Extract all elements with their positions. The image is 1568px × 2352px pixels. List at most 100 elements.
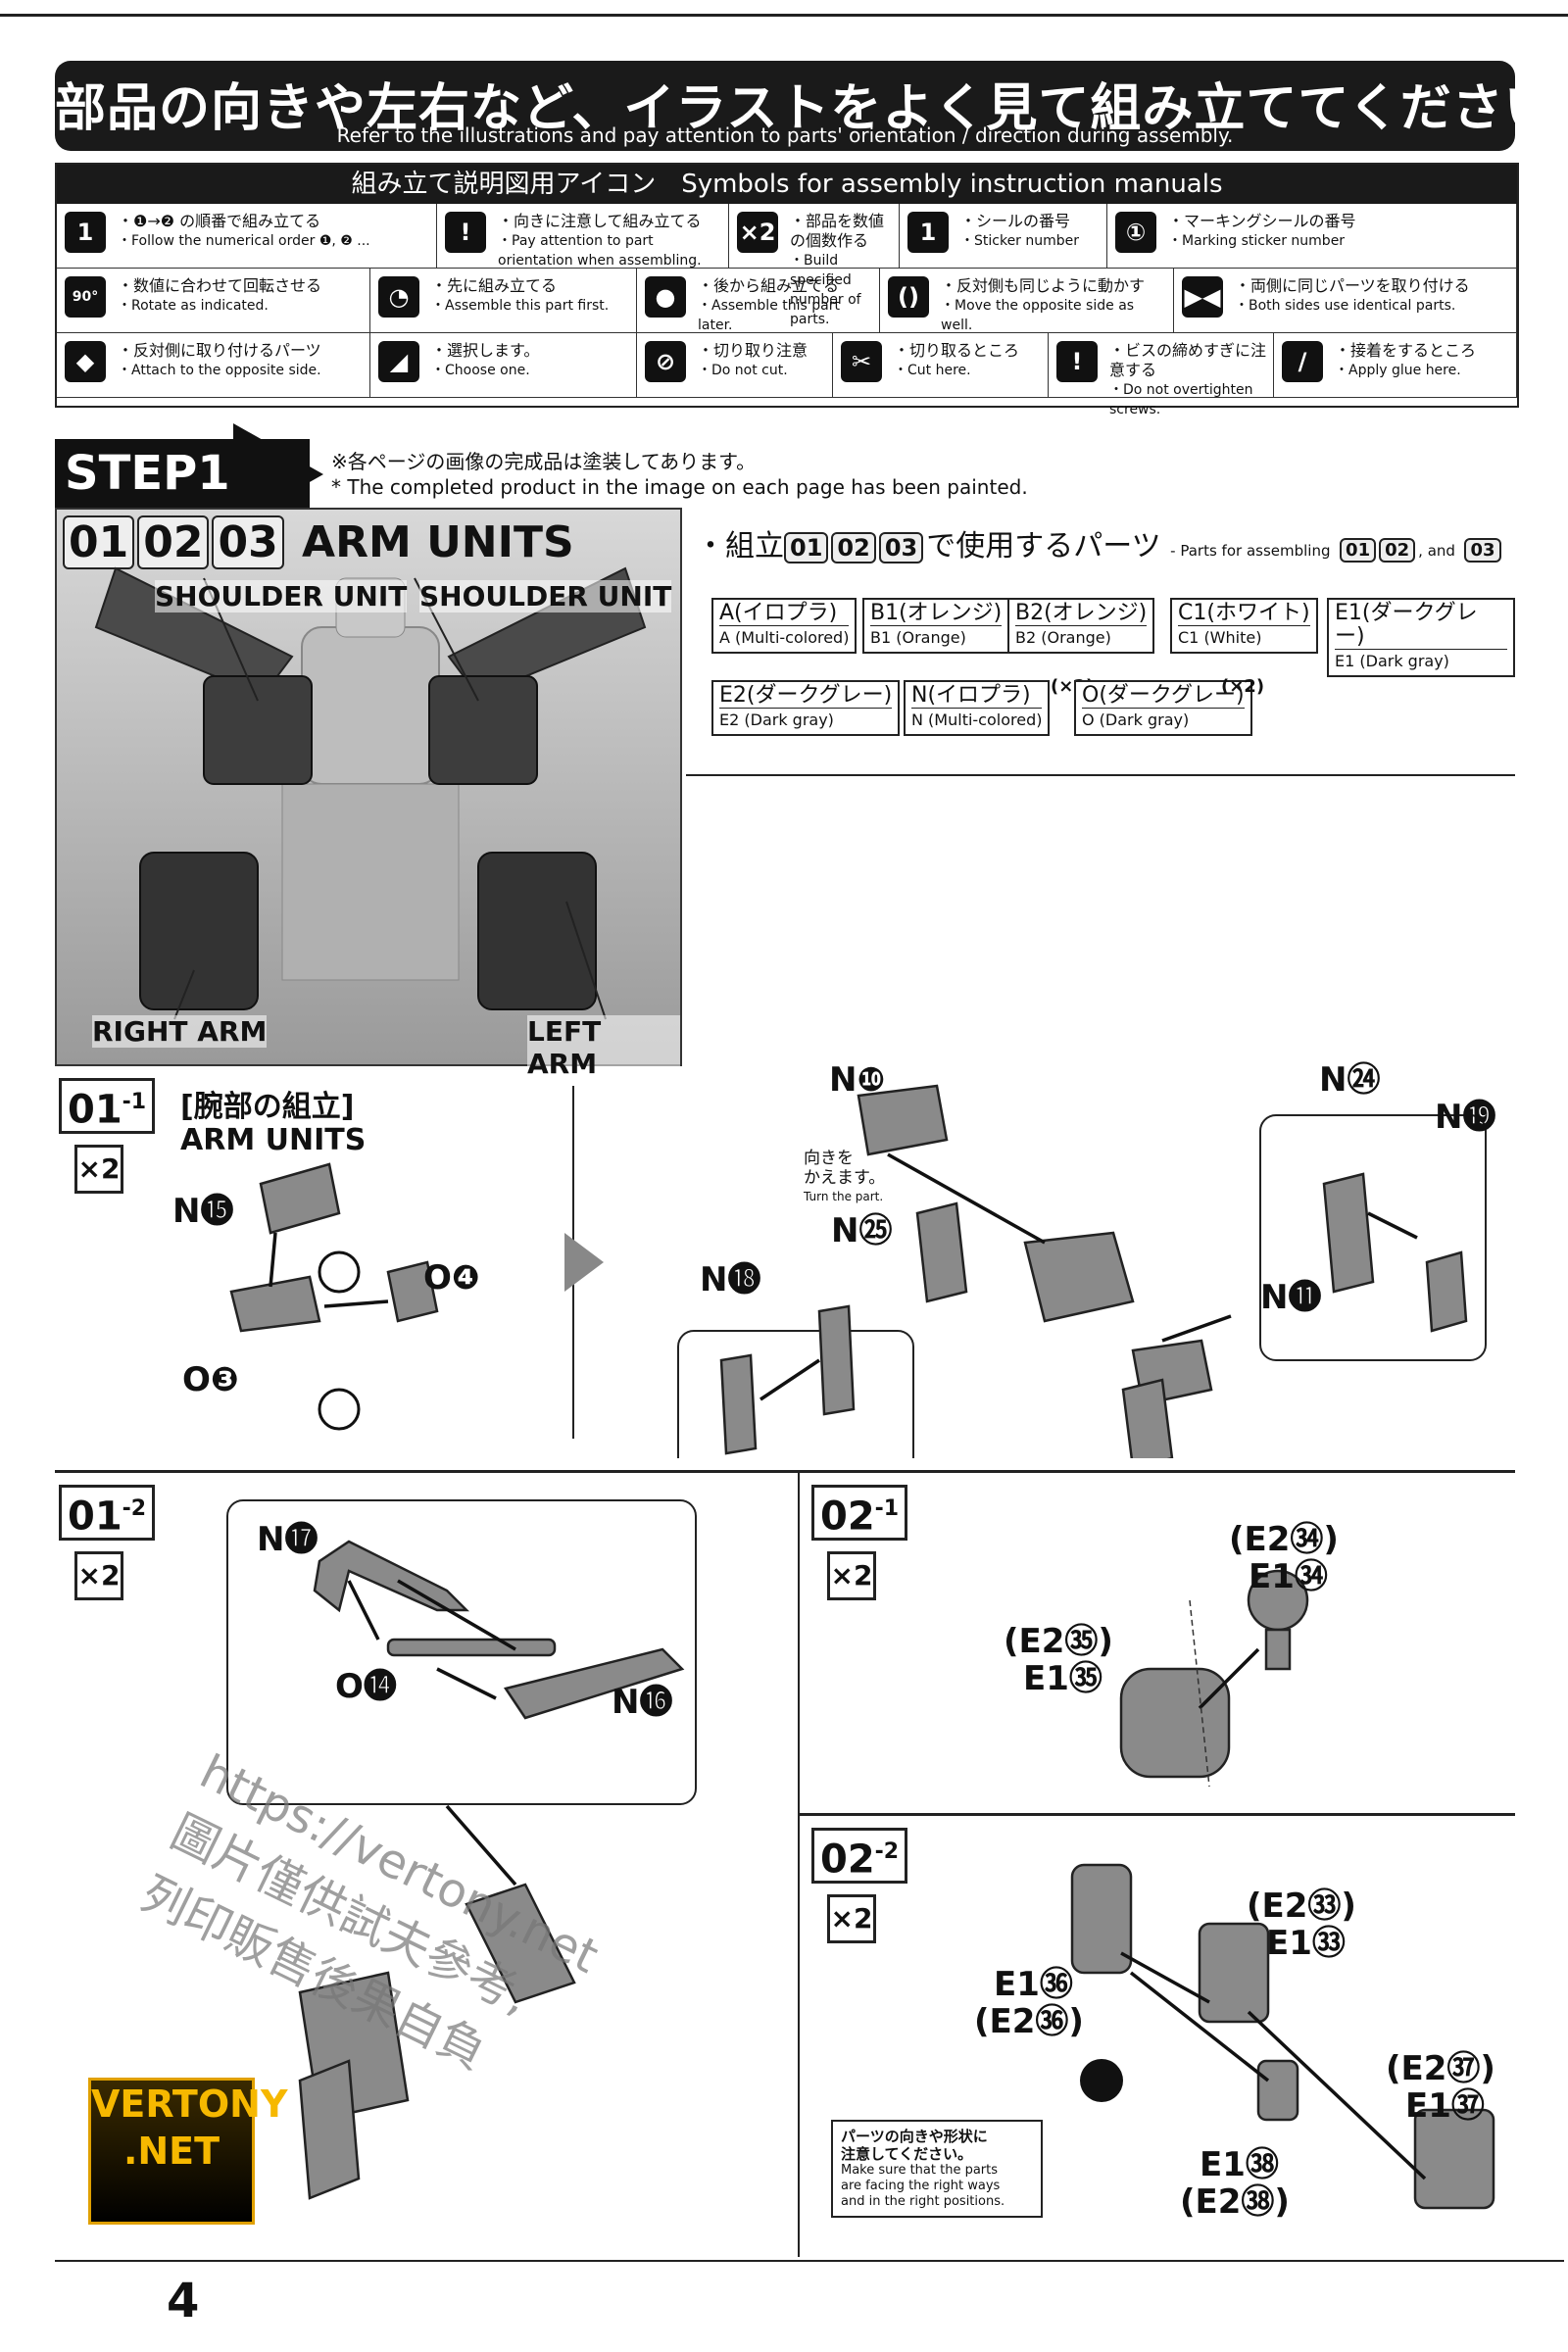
label-e2-37: (E2㊲) xyxy=(1386,2049,1495,2088)
footer-rule xyxy=(55,2260,1564,2262)
step-01-1-number: 01-1 xyxy=(59,1078,156,1135)
caution-icon: ! xyxy=(445,212,486,253)
symbol-text-jp: ・後から組み立てる xyxy=(698,276,840,295)
page-number: 4 xyxy=(167,2274,200,2328)
symbol-text-en: ・Pay attention to part orientation when … xyxy=(498,233,702,269)
symbol-cell: 1・シールの番号・Sticker number xyxy=(900,204,1107,269)
step-02-1-panel: 02-1 ×2 (E2㉞) E1㉞ (E2㉟) E1㉟ xyxy=(798,1470,1515,2257)
step-label: STEP1 xyxy=(55,439,310,508)
callout-right-arm: RIGHT ARM xyxy=(92,1015,268,1048)
vertony-logo: VERTONY .NET xyxy=(88,2078,287,2225)
do-not-cut-icon: ⊘ xyxy=(645,341,686,382)
part-name-jp: O(ダークグレー) xyxy=(1082,683,1245,708)
label-n16: N⓰ xyxy=(612,1683,673,1722)
parts-badge-03: 03 xyxy=(878,532,924,564)
parts-title-jp: ・組立 xyxy=(696,529,784,564)
parts-title-jp-tail: で使用するパーツ xyxy=(926,529,1161,564)
instruction-banner: 部品の向きや左右など、イラストをよく見て組み立ててください。 Refer to … xyxy=(55,61,1568,151)
step-01-1-diagram xyxy=(229,1084,1487,1458)
label-n25: N㉕ xyxy=(831,1211,893,1250)
label-e1-38: E1㊳ xyxy=(1200,2145,1279,2184)
parts-en-badge-02: 02 xyxy=(1379,538,1416,563)
step-01-2-panel: 01-2 ×2 N⓱ O⓮ N⓰ xyxy=(55,1470,798,2257)
hero-title: ARM UNITS xyxy=(302,517,574,567)
cut-here-icon: ✂ xyxy=(841,341,882,382)
label-e1-36: E1㊱ xyxy=(994,1965,1073,2004)
multiply-icon: ×2 xyxy=(74,1145,123,1194)
symbol-text-en: ・Both sides use identical parts. xyxy=(1235,298,1456,314)
badge-03: 03 xyxy=(212,515,284,569)
part-box: A(イロプラ)A (Multi-colored) xyxy=(711,598,858,654)
rotate-icon: 90° xyxy=(65,276,106,318)
label-n15: N⓯ xyxy=(172,1192,234,1231)
glue-icon: / xyxy=(1282,341,1323,382)
multiply-icon: ×2 xyxy=(827,1551,876,1600)
step-02-2-number: 02-2 xyxy=(811,1828,908,1885)
banner-subtitle: Refer to the illustrations and pay atten… xyxy=(336,123,1234,147)
step-02-1-diagram xyxy=(1119,1569,1309,1788)
step-01-1-title-en: ARM UNITS xyxy=(180,1123,367,1157)
turn-note-jp: 向きを かえます。 xyxy=(804,1149,886,1188)
symbol-text-en: ・Assemble this part first. xyxy=(431,298,610,314)
step-note-jp: ※各ページの画像の完成品は塗装してあります。 xyxy=(331,450,757,473)
part-name-en: B1 (Orange) xyxy=(870,625,1003,650)
move-opposite-icon: () xyxy=(888,276,929,318)
parts-title-en-tail: , and xyxy=(1418,542,1455,560)
assemble-first-icon: ◔ xyxy=(378,276,419,318)
symbol-text-en: ・Follow the numerical order ❶, ❷ ... xyxy=(118,233,370,249)
symbol-cell: ! ・ビスの締めすぎに注意する・Do not overtighten screws… xyxy=(1049,333,1274,417)
symbol-text-jp: ・反対側に取り付けるパーツ xyxy=(118,341,321,360)
symbol-text-en: ・Attach to the opposite side. xyxy=(118,363,321,378)
symbol-text-jp: ・先に組み立てる xyxy=(431,276,558,295)
step-01-1-panel: 01-1 [腕部の組立] ARM UNITS ×2 N⓯ O❹ O❸ N❿ N⓫… xyxy=(55,1060,1515,1458)
part-box: O(ダークグレー)O (Dark gray) xyxy=(1074,680,1252,736)
symbol-text-en: ・Do not overtighten screws. xyxy=(1109,382,1253,417)
badge-01: 01 xyxy=(63,515,135,569)
symbol-text-en: ・Apply glue here. xyxy=(1335,363,1461,378)
part-name-en: B2 (Orange) xyxy=(1015,625,1148,650)
symbol-cell: ◔ ・先に組み立てる・Assemble this part first. xyxy=(370,269,637,333)
symbol-text-jp: ・両側に同じパーツを取り付ける xyxy=(1235,276,1470,295)
label-e1-35: E1㉟ xyxy=(1023,1659,1102,1698)
symbol-cell: !・向きに注意して組み立てる・Pay attention to part ori… xyxy=(437,204,729,269)
parts-badge-02: 02 xyxy=(831,532,876,564)
symbol-cell: ●・後から組み立てる・Assemble this part later. xyxy=(637,269,880,333)
label-e2-33: (E2㉝) xyxy=(1247,1886,1356,1926)
part-name-en: E2 (Dark gray) xyxy=(719,708,893,732)
part-name-jp: N(イロプラ) xyxy=(911,683,1031,708)
part-name-jp: B2(オレンジ) xyxy=(1015,601,1148,625)
multiply-icon: ×2 xyxy=(827,1894,876,1943)
symbol-cell: ◢・選択します。・Choose one. xyxy=(370,333,637,398)
symbol-text-en: ・Sticker number xyxy=(960,233,1080,249)
label-o3: O❸ xyxy=(182,1360,239,1399)
symbol-cell: 1・❶→❷ の順番で組み立てる・Follow the numerical ord… xyxy=(57,204,437,269)
part-box: N(イロプラ)N (Multi-colored) xyxy=(904,680,1051,736)
both-sides-icon: ▶◀ xyxy=(1182,276,1223,318)
label-o4: O❹ xyxy=(423,1258,480,1298)
label-e1-37: E1㊲ xyxy=(1405,2086,1485,2126)
multiply-icon: ×2 xyxy=(74,1551,123,1600)
symbol-text-jp: ・❶→❷ の順番で組み立てる xyxy=(118,212,321,230)
screw-warning-icon: ! xyxy=(1056,341,1098,382)
part-box: E1(ダークグレー)E1 (Dark gray) xyxy=(1327,598,1515,677)
symbol-cell: ()・反対側も同じように動かす・Move the opposite side a… xyxy=(880,269,1174,333)
part-name-en: N (Multi-colored) xyxy=(911,708,1043,732)
part-box: B1(オレンジ)B1 (Orange) xyxy=(862,598,1010,654)
label-n10: N❿ xyxy=(829,1060,886,1100)
part-name-jp: A(イロプラ) xyxy=(719,601,838,625)
label-n19: N⓳ xyxy=(1435,1098,1496,1137)
logo-line2: .NET xyxy=(122,2130,220,2173)
top-rule xyxy=(0,14,1568,17)
step-01-2-number: 01-2 xyxy=(59,1485,156,1542)
step-02-2-panel: 02-2 ×2 (E2㉝) E1㉝ E1㊱ (E2㊱) (E2㊲) E1㊲ E1… xyxy=(798,1813,1515,2257)
symbol-text-en: ・Build specified number of parts. xyxy=(790,253,861,327)
symbol-cell: ①・マーキングシールの番号・Marking sticker number xyxy=(1107,204,1517,269)
symbol-text-en: ・Choose one. xyxy=(431,363,530,378)
step-02-2-diagram xyxy=(1070,1863,1495,2210)
part-box: B2(オレンジ)B2 (Orange) xyxy=(1007,598,1155,654)
symbol-text-jp: ・ビスの締めすぎに注意する xyxy=(1109,341,1267,379)
label-e1-33: E1㉝ xyxy=(1266,1924,1346,1963)
parts-title-en: - Parts for assembling xyxy=(1170,542,1331,560)
part-box: C1(ホワイト)C1 (White) xyxy=(1170,598,1318,654)
